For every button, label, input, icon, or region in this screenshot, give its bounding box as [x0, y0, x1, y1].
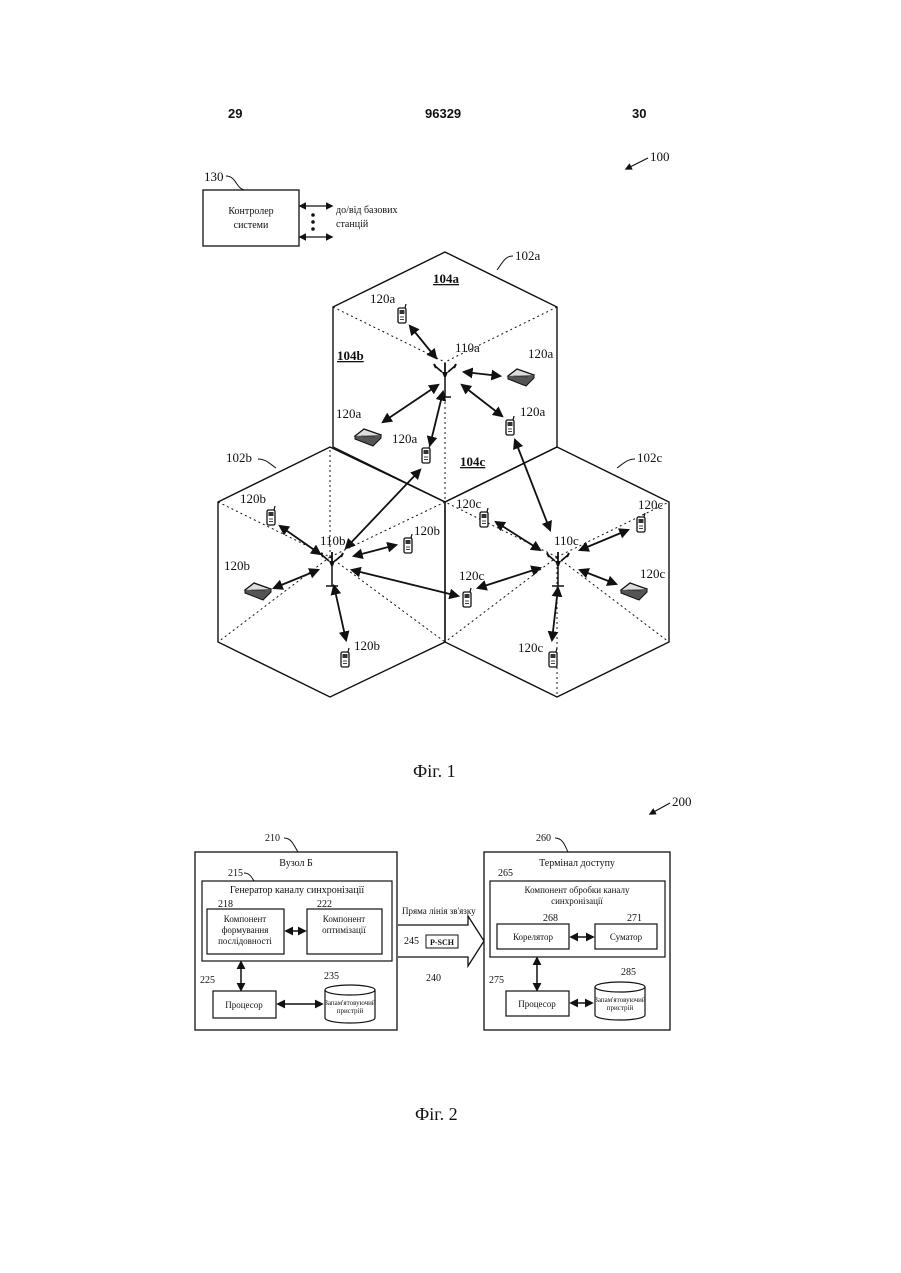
controller-box — [203, 190, 299, 246]
to-from-label-1: до/від базових — [336, 205, 397, 216]
terminal-label: 120a — [392, 431, 418, 446]
memory-right-line1: Запам'ятовуючий — [594, 996, 646, 1004]
node-b: 210 Вузол Б 215 Генератор каналу синхрон… — [195, 833, 397, 1030]
sector-label-a: 104a — [433, 271, 460, 286]
access-terminal-title: Термінал доступу — [539, 858, 615, 869]
sequence-component-line2: формування — [222, 925, 269, 935]
node-b-ref: 210 — [265, 833, 280, 844]
base-station-label-a: 110a — [455, 340, 480, 355]
link-arrows — [274, 326, 628, 640]
forward-link-ref: 240 — [426, 973, 441, 984]
sync-processing-ref: 265 — [498, 868, 513, 879]
sequence-component-ref: 218 — [218, 899, 233, 910]
terminal-label: 120c — [638, 497, 664, 512]
terminals-cell-c: 120c 120c 120c 120c — [456, 496, 666, 667]
terminal-label: 120c — [459, 568, 485, 583]
cell-label-a: 102a — [515, 248, 541, 263]
terminal-label: 120c — [518, 640, 544, 655]
cell-label-c: 102c — [637, 450, 663, 465]
sector-label-b: 104b — [337, 348, 364, 363]
terminal-label: 120a — [520, 404, 546, 419]
sector-label-c: 104c — [460, 454, 486, 469]
access-terminal-ref: 260 — [536, 833, 551, 844]
terminal-label: 120c — [640, 566, 666, 581]
correlator-ref: 268 — [543, 913, 558, 924]
controller-ref: 130 — [204, 169, 224, 184]
sync-processing-line1: Компонент обробки каналу — [525, 885, 630, 895]
sequence-component-line1: Компонент — [224, 914, 267, 924]
summator-ref: 271 — [627, 913, 642, 924]
processor-left-ref: 225 — [200, 975, 215, 986]
terminal-label: 120a — [336, 406, 362, 421]
psch-label: P-SCH — [430, 938, 455, 947]
node-b-title: Вузол Б — [279, 858, 313, 869]
fig2-ref-number: 200 — [672, 794, 692, 809]
controller-label-2: системи — [234, 220, 269, 231]
memory-left-ref: 235 — [324, 971, 339, 982]
terminal-label: 120c — [456, 496, 482, 511]
terminal-label: 120a — [528, 346, 554, 361]
figure-1: 100 130 Контролер системи до/від базових… — [203, 149, 670, 781]
fig1-ref-number: 100 — [650, 149, 670, 164]
processor-right-ref: 275 — [489, 975, 504, 986]
sync-processing-line2: синхронізації — [551, 896, 603, 906]
terminal-label: 120b — [354, 638, 380, 653]
base-station-a: 110a — [434, 340, 480, 397]
forward-link-label: Пряма лінія зв'язку — [402, 906, 476, 916]
base-station-c: 110c — [547, 533, 579, 586]
forward-link: Пряма лінія зв'язку 245 P-SCH 240 — [398, 906, 484, 984]
terminal-label: 120b — [414, 523, 440, 538]
access-terminal: 260 Термінал доступу 265 Компонент оброб… — [484, 833, 670, 1030]
terminal-label: 120b — [224, 558, 250, 573]
memory-left-line1: Запам'ятовуючий — [324, 999, 376, 1007]
base-station-label-b: 110b — [320, 533, 346, 548]
psch-ref: 245 — [404, 936, 419, 947]
summator-label: Суматор — [610, 932, 643, 942]
sequence-component-line3: послідовності — [218, 936, 272, 946]
optimization-component-ref: 222 — [317, 899, 332, 910]
cell-hexagons — [218, 252, 669, 697]
optimization-component-line2: оптимізації — [322, 925, 366, 935]
processor-left-label: Процесор — [225, 1000, 263, 1010]
to-from-label-2: станцій — [336, 219, 369, 230]
controller-label-1: Контролер — [228, 206, 273, 217]
base-station-label-c: 110c — [554, 533, 579, 548]
correlator-label: Корелятор — [513, 932, 553, 942]
base-station-b: 110b — [320, 533, 346, 586]
sync-generator-title: Генератор каналу синхронізації — [230, 885, 364, 896]
terminal-label: 120a — [370, 291, 396, 306]
system-controller: 130 Контролер системи до/від базових ста… — [203, 169, 397, 246]
figure-1-caption: Фіг. 1 — [413, 761, 456, 781]
figure-2-caption: Фіг. 2 — [415, 1104, 458, 1124]
memory-right-ref: 285 — [621, 967, 636, 978]
sync-generator-ref: 215 — [228, 868, 243, 879]
memory-left-line2: пристрій — [337, 1007, 364, 1015]
optimization-component-line1: Компонент — [323, 914, 366, 924]
terminal-label: 120b — [240, 491, 266, 506]
memory-right-line2: пристрій — [607, 1004, 634, 1012]
processor-right-label: Процесор — [518, 999, 556, 1009]
figure-2: 200 210 Вузол Б 215 Генератор каналу син… — [195, 794, 692, 1124]
cell-label-b: 102b — [226, 450, 252, 465]
